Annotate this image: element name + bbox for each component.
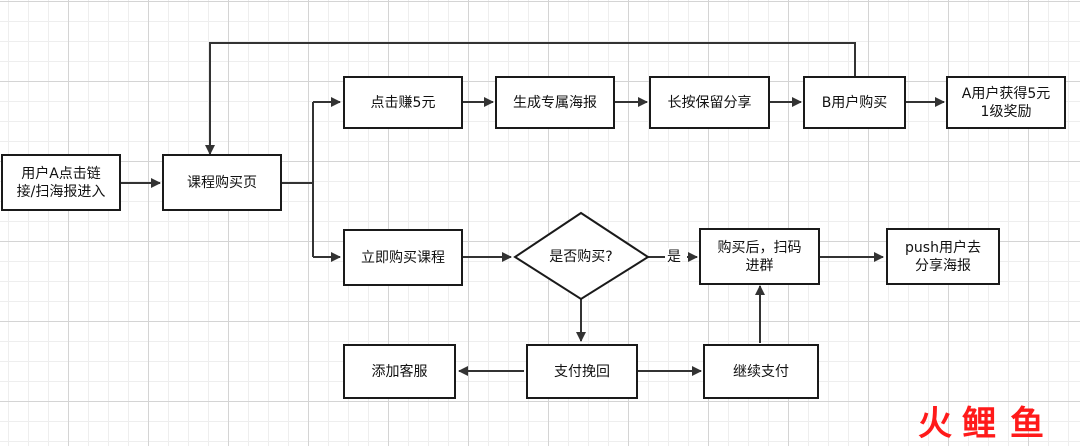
long-press-share-box: 长按保留分享: [649, 76, 770, 129]
watermark-char-1: 火: [918, 404, 952, 444]
add-cs-box: 添加客服: [343, 344, 456, 399]
course-purchase-page-box: 课程购买页: [162, 154, 282, 211]
b-user-buy-box: B用户购买: [803, 76, 906, 129]
edge-loop-back: [205, 42, 856, 155]
pay-recover-box: 支付挽回: [526, 344, 638, 399]
continue-pay-box: 继续支付: [703, 344, 819, 399]
buy-now-box: 立即购买课程: [343, 229, 463, 286]
watermark-char-2: 鲤: [962, 404, 996, 444]
after-buy-box: 购买后，扫码 进群: [699, 228, 820, 285]
yes-edge-label: 是: [666, 248, 682, 266]
generate-poster-box: 生成专属海报: [495, 76, 615, 129]
earn-5-box: 点击赚5元: [343, 76, 463, 129]
user-a-entry-box: 用户A点击链 接/扫海报进入: [1, 154, 121, 211]
push-share-box: push用户去 分享海报: [886, 228, 1000, 285]
watermark-char-3: 鱼: [1010, 404, 1044, 444]
watermark-logo: 火 鲤 鱼: [918, 404, 1058, 444]
decision-label: 是否购买?: [549, 249, 613, 265]
decision-diamond: [513, 211, 650, 301]
a-user-reward-box: A用户获得5元 1级奖励: [946, 76, 1066, 129]
